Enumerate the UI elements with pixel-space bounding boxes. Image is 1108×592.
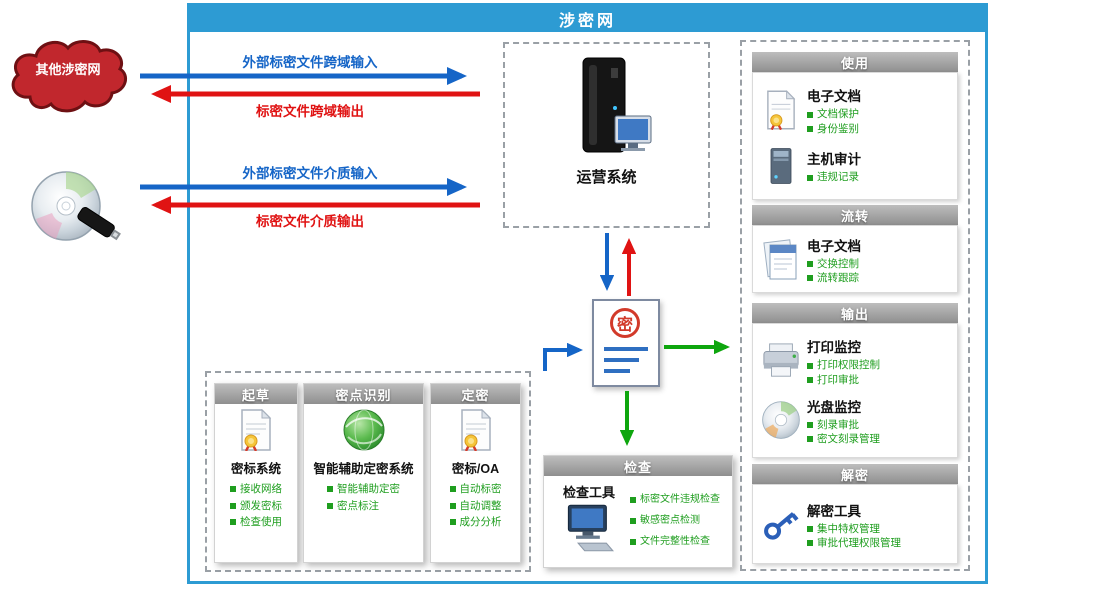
- panel-classification-title: 密标/OA: [451, 462, 500, 476]
- doc-medal-icon: [240, 404, 272, 456]
- document-line: [604, 347, 648, 351]
- feature-bullet: 文档保护: [807, 109, 861, 120]
- host-computer-icon: [755, 145, 807, 187]
- item-title: 主机审计: [807, 152, 861, 168]
- panel-drafting-title: 密标系统: [230, 462, 281, 476]
- domain-input-label: 外部标密文件跨域输入: [242, 55, 378, 70]
- feature-bullet: 打印审批: [807, 375, 880, 386]
- item-title: 光盘监控: [807, 399, 861, 415]
- list-item: 电子文档 交换控制 流转跟踪: [755, 235, 955, 284]
- panel-secret-point-recognition: 密点识别 智能辅助定密系统 智能辅助定密 密点标注: [303, 383, 424, 563]
- diagram-title-bar: 涉密网: [190, 6, 985, 32]
- inspection-box: 检查 检查工具 标密文件违规检查 敏感密点检测 文件完整性检查: [543, 455, 733, 568]
- section-declassify-header: 解密: [752, 464, 958, 484]
- inspection-computer-icon: [567, 504, 615, 552]
- feature-bullet: 交换控制: [807, 258, 861, 270]
- secret-seal: 密: [610, 308, 640, 338]
- feature-bullet: 密点标注: [327, 500, 379, 512]
- feature-bullet: 接收网络: [230, 484, 282, 495]
- section-usage-body: 电子文档 文档保护 身份鉴别 主机审计 违规记录: [752, 72, 958, 200]
- item-title: 打印监控: [807, 340, 861, 356]
- domain-output-label: 标密文件跨域输出: [256, 104, 364, 119]
- feature-bullet: 打印权限控制: [807, 360, 880, 371]
- feature-bullet: 标密文件违规检查: [630, 494, 728, 505]
- operations-system-label: 运营系统: [576, 169, 637, 186]
- document-lines: [604, 347, 648, 373]
- feature-bullet: 流转跟踪: [807, 273, 861, 284]
- list-item: 光盘监控 刻录审批 密文刻录管理: [755, 396, 955, 445]
- list-item: 打印监控 打印权限控制 打印审批: [755, 336, 955, 385]
- key-icon: [755, 502, 807, 546]
- optical-disc-icon: [755, 399, 807, 441]
- panel-drafting-header: 起草: [215, 384, 297, 404]
- feature-bullet: 颁发密标: [230, 500, 282, 512]
- operations-system-box: 运营系统: [503, 42, 710, 228]
- item-title: 电子文档: [807, 238, 861, 254]
- section-circulation-header: 流转: [752, 205, 958, 225]
- doc-medal-icon: [460, 404, 492, 456]
- doc-medal-icon: [755, 89, 807, 130]
- feature-bullet: 成分分析: [450, 517, 502, 528]
- diagram-title: 涉密网: [558, 13, 616, 30]
- usage-group-box: [740, 40, 970, 571]
- list-item: 解密工具 集中特权管理 审批代理权限管理: [755, 500, 955, 549]
- server-icon: [582, 57, 651, 153]
- section-output-header: 输出: [752, 303, 958, 323]
- inspection-header: 检查: [544, 456, 732, 476]
- panel-classification-header: 定密: [431, 384, 520, 404]
- list-item: 电子文档 文档保护 身份鉴别: [755, 85, 955, 134]
- feature-bullet: 检查使用: [230, 517, 282, 528]
- external-network-label: 其他涉密网: [35, 62, 101, 77]
- optical-disc-usb-icon: [26, 166, 130, 250]
- panel-recognition-header: 密点识别: [304, 384, 423, 404]
- item-title: 电子文档: [807, 89, 861, 105]
- feature-bullet: 集中特权管理: [807, 523, 901, 535]
- panel-recognition-title: 智能辅助定密系统: [313, 462, 414, 476]
- document-line: [604, 369, 631, 373]
- section-circulation-body: 电子文档 交换控制 流转跟踪: [752, 225, 958, 293]
- feature-bullet: 密文刻录管理: [807, 434, 880, 445]
- media-input-label: 外部标密文件介质输入: [242, 166, 378, 181]
- classified-document-icon: 密: [592, 299, 660, 387]
- panel-drafting: 起草 密标系统 接收网络 颁发密标 检查使用: [214, 383, 298, 563]
- feature-bullet: 智能辅助定密: [327, 484, 400, 495]
- feature-bullet: 违规记录: [807, 172, 861, 183]
- feature-bullet: 刻录审批: [807, 420, 880, 431]
- inspection-tool-title: 检查工具: [562, 485, 615, 500]
- document-line: [604, 358, 640, 362]
- external-network-cloud: 其他涉密网: [4, 33, 132, 123]
- media-output-label: 标密文件介质输出: [256, 214, 364, 229]
- feature-bullet: 身份鉴别: [807, 124, 861, 135]
- globe-icon: [340, 404, 388, 456]
- doc-stack-icon: [755, 237, 807, 281]
- item-title: 解密工具: [807, 503, 861, 519]
- feature-bullet: 自动调整: [450, 500, 502, 512]
- section-output-body: 打印监控 打印权限控制 打印审批: [752, 323, 958, 458]
- feature-bullet: 自动标密: [450, 484, 502, 495]
- cloud-icon: [11, 40, 128, 113]
- section-declassify-body: 解密工具 集中特权管理 审批代理权限管理: [752, 484, 958, 564]
- section-usage-header: 使用: [752, 52, 958, 72]
- list-item: 主机审计 违规记录: [755, 145, 955, 187]
- feature-bullet: 敏感密点检测: [630, 515, 728, 526]
- feature-bullet: 文件完整性检查: [630, 536, 728, 547]
- feature-bullet: 审批代理权限管理: [807, 538, 901, 549]
- drafting-group-box: [205, 371, 531, 572]
- printer-icon: [755, 342, 807, 380]
- panel-classification: 定密 密标/OA 自动标密 自动调整 成分分析: [430, 383, 521, 563]
